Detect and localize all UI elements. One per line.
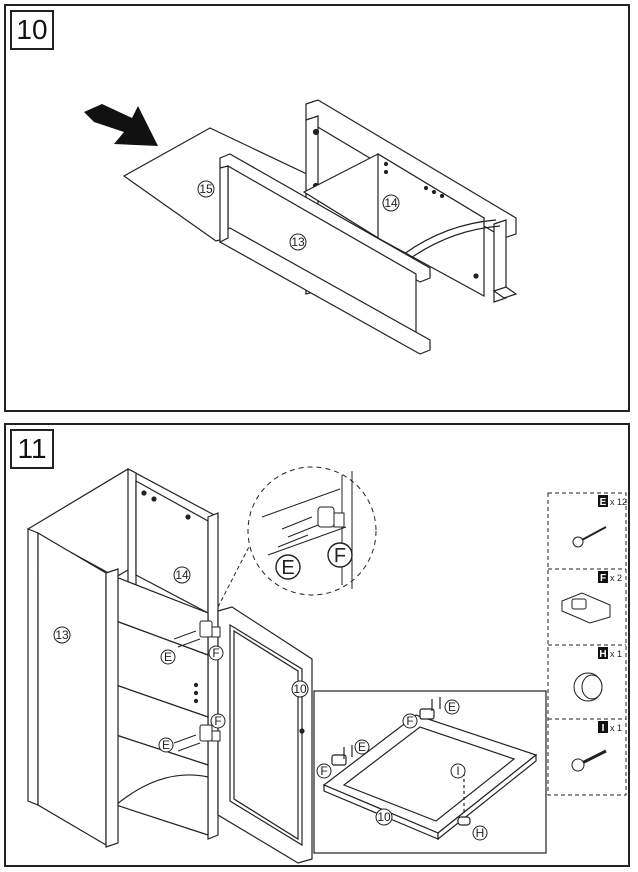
inset-callout-e-right: E <box>444 699 460 715</box>
inset-callout-h: H <box>472 825 488 841</box>
svg-text:F: F <box>406 714 413 728</box>
svg-text:E: E <box>162 738 170 752</box>
svg-text:10: 10 <box>377 810 391 824</box>
screw-icon <box>572 526 607 548</box>
part-label-10: 10 <box>291 680 309 698</box>
callout-f-upper: F <box>208 645 224 661</box>
svg-text:E: E <box>448 700 456 714</box>
inset-part-label-10: 10 <box>375 808 393 826</box>
cabinet-body <box>26 468 220 848</box>
callout-e-lower: E <box>158 737 174 753</box>
svg-text:I: I <box>456 764 459 778</box>
svg-text:10: 10 <box>293 682 307 696</box>
svg-text:I: I <box>602 723 605 734</box>
part-label-14: 14 <box>382 194 400 212</box>
svg-text:F: F <box>212 646 219 660</box>
inset-callout-f-left: F <box>316 763 332 779</box>
step-10-panel: 10 <box>4 4 630 412</box>
svg-text:F: F <box>214 714 221 728</box>
step-10-illustration: 15 14 13 <box>84 99 518 355</box>
hardware-list: E x 12 F x 2 H x 1 <box>547 492 627 796</box>
step-number: 10 <box>10 10 54 50</box>
svg-text:E: E <box>358 740 366 754</box>
side-panel-13 <box>219 153 431 355</box>
part-label-13: 13 <box>53 626 71 644</box>
inset-callout-i: I <box>450 763 466 779</box>
hardware-h: H x 1 <box>573 647 622 702</box>
svg-text:13: 13 <box>291 235 305 249</box>
hardware-e: E x 12 <box>572 495 627 548</box>
door-10 <box>217 606 313 864</box>
callout-f-lower: F <box>210 713 226 729</box>
svg-text:x 1: x 1 <box>610 649 622 659</box>
part-label-13: 13 <box>289 233 307 251</box>
bolt-icon <box>571 749 607 772</box>
inset-callout-f-right: F <box>402 713 418 729</box>
step-11-panel: 11 <box>4 423 630 867</box>
insert-direction-arrow <box>84 104 158 146</box>
step-11-illustration: E F F E 14 13 10 <box>26 466 627 864</box>
lower-hinge <box>173 724 221 752</box>
hardware-i: I x 1 <box>571 721 622 772</box>
part-label-14: 14 <box>173 566 191 584</box>
hardware-f: F x 2 <box>561 571 622 624</box>
svg-text:E: E <box>281 557 294 579</box>
step-number: 11 <box>10 429 54 469</box>
svg-text:F: F <box>320 764 327 778</box>
upper-hinge <box>173 620 221 648</box>
svg-text:14: 14 <box>175 568 189 582</box>
door-inset: F E F E I H 10 <box>313 690 547 854</box>
knob-icon <box>573 672 603 702</box>
svg-text:E: E <box>600 497 607 508</box>
svg-text:13: 13 <box>55 628 69 642</box>
svg-text:15: 15 <box>199 182 213 196</box>
svg-text:x 1: x 1 <box>610 723 622 733</box>
callout-e-upper: E <box>160 649 176 665</box>
part-label-15: 15 <box>197 180 215 198</box>
svg-text:E: E <box>164 650 172 664</box>
svg-text:F: F <box>334 545 346 567</box>
svg-text:F: F <box>600 573 606 584</box>
zoom-callout-e: E <box>275 554 301 580</box>
svg-text:H: H <box>476 826 485 840</box>
svg-text:14: 14 <box>384 196 398 210</box>
svg-text:x 12: x 12 <box>610 497 627 507</box>
svg-text:H: H <box>599 649 606 660</box>
zoom-callout-f: F <box>327 542 353 568</box>
hinge-detail-zoom: E F <box>217 466 377 608</box>
svg-text:x 2: x 2 <box>610 573 622 583</box>
hinge-icon <box>561 592 611 624</box>
inset-callout-e-left: E <box>354 739 370 755</box>
